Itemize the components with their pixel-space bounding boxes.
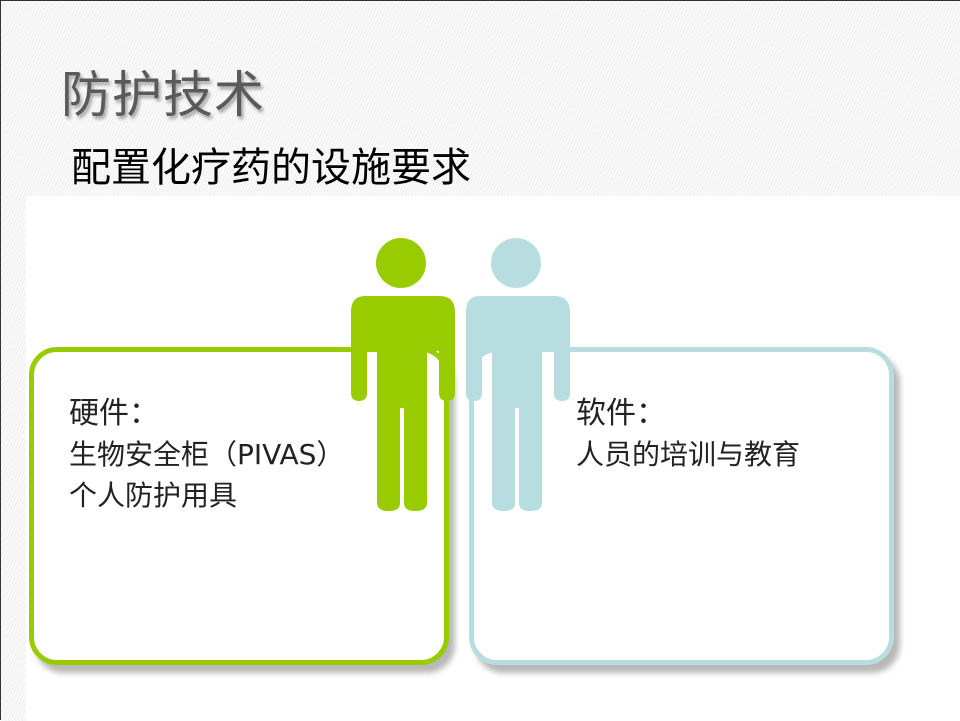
hardware-heading: 硬件： [69,396,159,431]
hardware-person-icon [351,238,455,511]
hardware-item: 生物安全柜（PIVAS） [69,438,345,471]
slide-subtitle: 配置化疗药的设施要求 [71,145,471,191]
slide-title: 防护技术 [61,66,265,124]
software-item: 人员的培训与教育 [576,438,801,471]
software-person-icon [466,238,570,511]
software-text: 软件： 人员的培训与教育 [576,393,800,475]
hardware-item: 个人防护用具 [69,479,238,512]
hardware-text: 硬件： 生物安全柜（PIVAS） 个人防护用具 [69,393,344,516]
software-heading: 软件： [576,396,666,431]
